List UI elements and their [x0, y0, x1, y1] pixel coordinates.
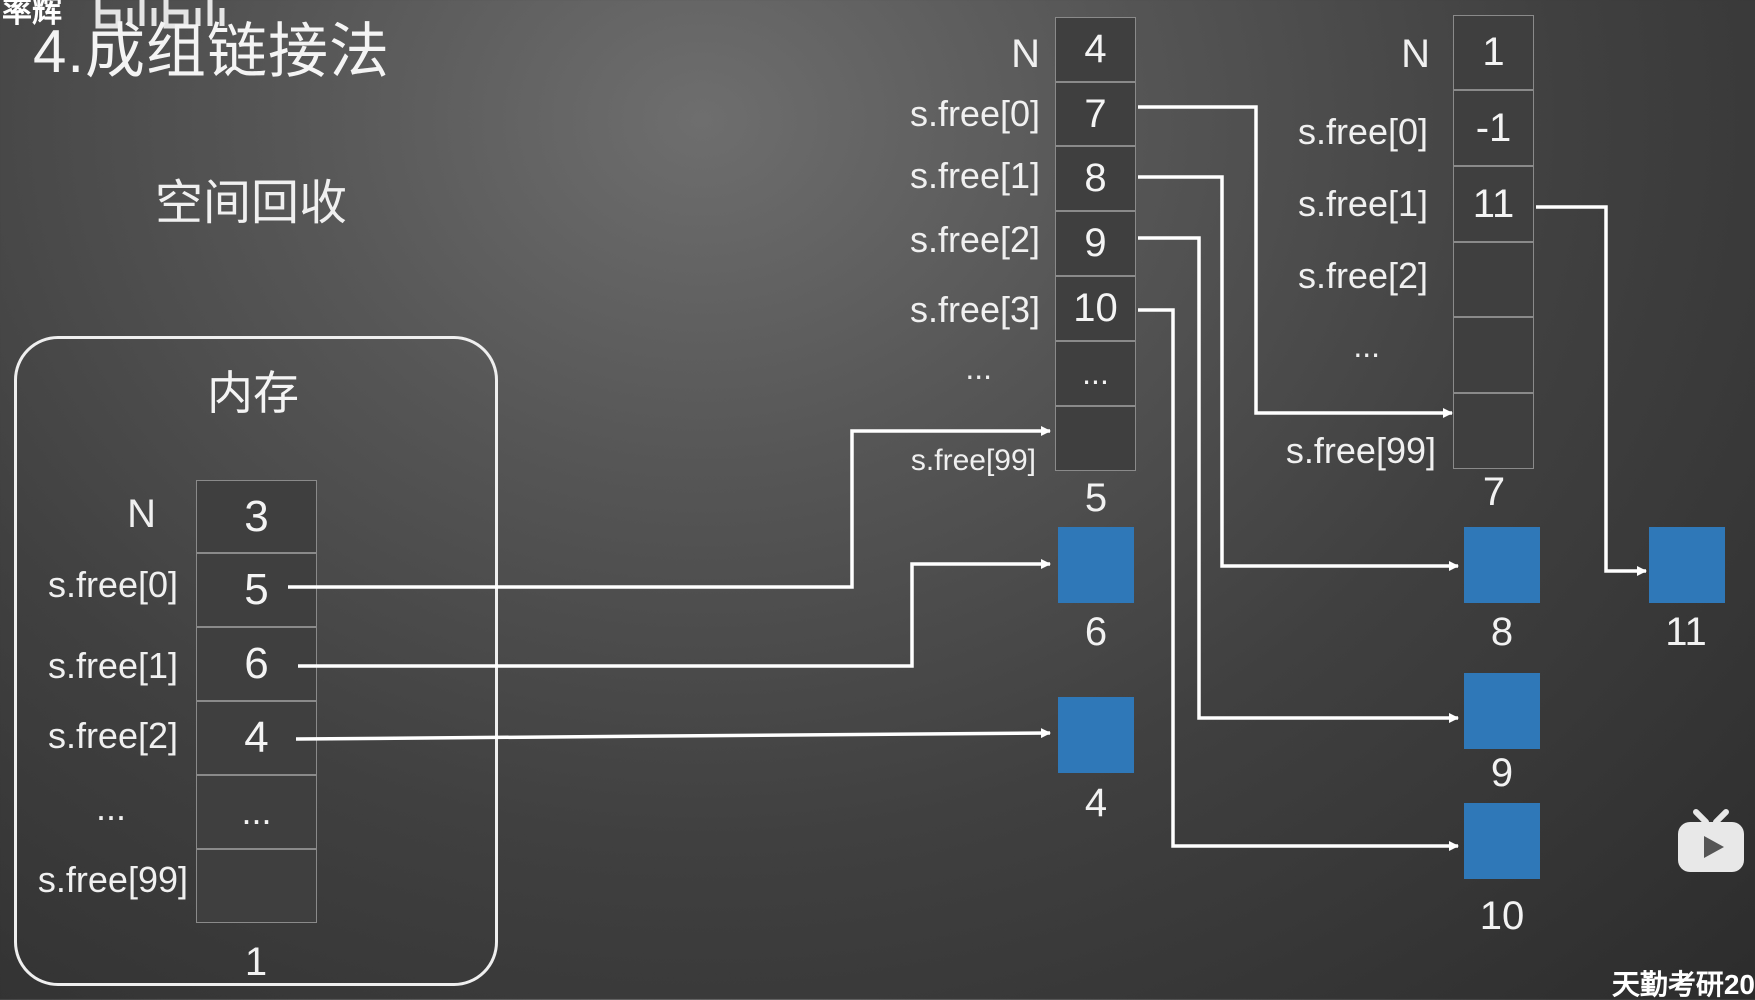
group7-label-ellipsis: ...: [1353, 328, 1380, 364]
watermark-text: 率辉: [2, 0, 62, 29]
memory-block-id: 1: [244, 940, 268, 984]
group7-label-free2: s.free[2]: [1297, 255, 1428, 296]
free-block-11-label: 11: [1665, 610, 1707, 654]
group5-cell-free0: 7: [1055, 82, 1136, 146]
arrow-g5-free2-to-9: [1138, 236, 1459, 723]
group5-cell-free2: 9: [1055, 211, 1136, 276]
memory-box: [14, 336, 498, 986]
group5-label-free0: s.free[0]: [909, 93, 1040, 134]
group5-cell-free3: 10: [1055, 276, 1136, 341]
group7-block-id: 7: [1482, 470, 1506, 514]
group7-cell-ellipsis: [1453, 317, 1534, 393]
group5-cell-free1: 8: [1055, 146, 1136, 211]
free-block-6-label: 6: [1084, 610, 1108, 654]
memory-title: 内存: [207, 367, 299, 419]
memory-label-free2: s.free[2]: [47, 715, 178, 756]
memory-label-ellipsis: ...: [95, 787, 126, 828]
group7-label-n: N: [1401, 32, 1430, 76]
memory-label-free99: s.free[99]: [37, 859, 188, 900]
group5-label-free3: s.free[3]: [909, 289, 1040, 330]
group5-block-id: 5: [1084, 476, 1108, 520]
free-block-4: [1058, 697, 1134, 773]
group5-label-ellipsis: ...: [965, 350, 992, 386]
group5-cell-n: 4: [1055, 17, 1136, 82]
arrow-free1-to-6: [298, 559, 1051, 668]
group7-cell-free2: [1453, 242, 1534, 317]
free-block-6: [1058, 527, 1134, 603]
group7-cell-n: 1: [1453, 15, 1534, 90]
group5-label-n: N: [1011, 32, 1040, 76]
group7-cell-free0: -1: [1453, 90, 1534, 166]
memory-cell-free99: [196, 849, 317, 923]
group5-label-free2: s.free[2]: [909, 219, 1040, 260]
group5-cell-free99: [1055, 406, 1136, 471]
section-subtitle: 空间回收: [155, 177, 348, 230]
group7-label-free0: s.free[0]: [1297, 111, 1428, 152]
memory-cell-n: 3: [196, 480, 317, 553]
arrow-g7-free1-to-11: [1536, 205, 1647, 576]
free-block-10: [1464, 803, 1540, 879]
free-block-8: [1464, 527, 1540, 603]
group7-cell-free99: [1453, 393, 1534, 469]
memory-label-free1: s.free[1]: [47, 645, 178, 686]
memory-cell-free1: 6: [196, 627, 317, 701]
page-title: 4.成组链接法: [33, 18, 391, 85]
arrow-g5-free1-to-8: [1138, 175, 1459, 571]
memory-cell-free0: 5: [196, 553, 317, 627]
free-block-10-label: 10: [1479, 894, 1525, 938]
group5-label-free99: s.free[99]: [910, 444, 1036, 477]
group7-cell-free1: 11: [1453, 166, 1534, 242]
memory-label-free0: s.free[0]: [47, 564, 178, 605]
group7-label-free99: s.free[99]: [1285, 430, 1436, 471]
arrow-g5-free3-to-10: [1138, 308, 1459, 851]
arrow-g5-free0-to-7: [1138, 105, 1453, 418]
free-block-9-label: 9: [1490, 751, 1514, 795]
arrow-free2-to-4: [295, 728, 1051, 741]
arrow-free0-to-5: [288, 426, 1051, 589]
bilibili-logo-icon: [95, 0, 225, 29]
free-block-11: [1649, 527, 1725, 603]
memory-cell-ellipsis: ...: [196, 775, 317, 849]
bilibili-tv-icon[interactable]: [1676, 808, 1746, 874]
watermark-bottom: 天勤考研20: [1611, 969, 1755, 1000]
free-block-4-label: 4: [1084, 781, 1108, 825]
group7-label-free1: s.free[1]: [1297, 183, 1428, 224]
memory-label-n: N: [127, 492, 156, 536]
free-block-9: [1464, 673, 1540, 749]
group5-cell-ellipsis: ...: [1055, 341, 1136, 406]
free-block-8-label: 8: [1490, 610, 1514, 654]
group5-label-free1: s.free[1]: [909, 155, 1040, 196]
